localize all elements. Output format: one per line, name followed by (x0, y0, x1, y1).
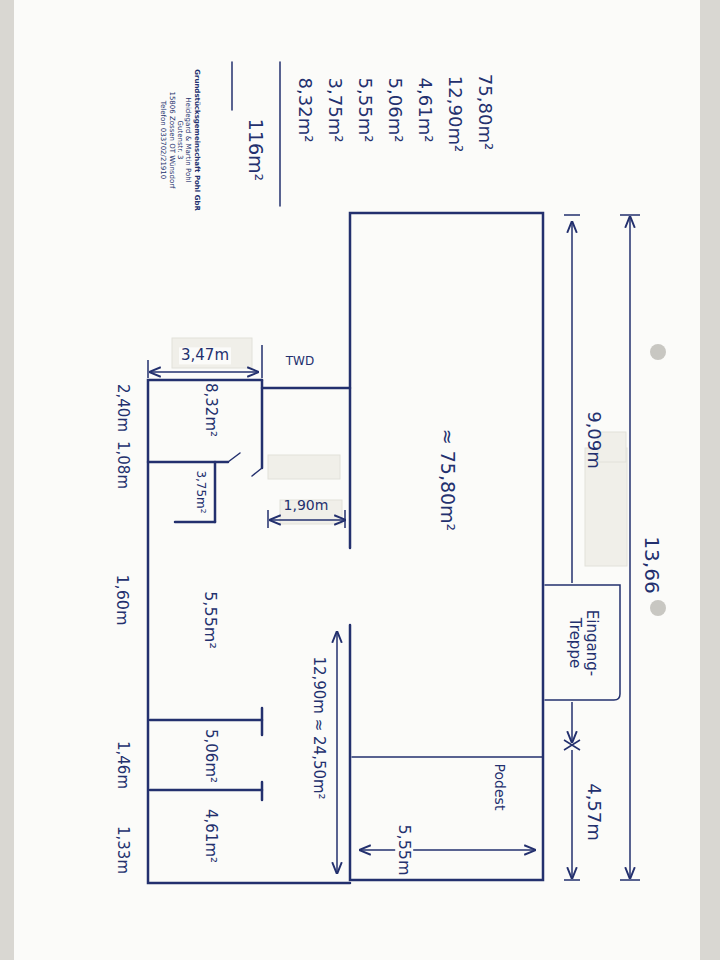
room: 5,55m² (150, 524, 262, 720)
room-label: 8,32m² (201, 383, 218, 437)
dimension-label: Grundstücksgemeinschaft Pohl GbR (193, 69, 201, 211)
dimension-label: 15806 Zossen OT Wünsdorf (168, 91, 176, 188)
room: ≈ 75,80m² Podest (350, 213, 543, 880)
dimension-label: 12,90m ≈ 24,50m² (309, 656, 326, 799)
dimension-label: TWD (286, 355, 314, 369)
room: 8,32m² (150, 382, 262, 462)
dimension-label: Gutenstr. 3 (176, 121, 184, 160)
dimension-label: 8,32m² (295, 78, 316, 143)
dimension-label: 3,75m² (325, 78, 346, 143)
room: Podest (460, 757, 540, 817)
dimension-label: Heidegard & Martin Pohl (184, 97, 192, 182)
room-label: ≈ 75,80m² (436, 429, 458, 531)
room-label: 5,55m² (201, 591, 219, 649)
dimension-label: 116m² (244, 119, 266, 181)
dimension-label: 5,55m (395, 822, 413, 877)
details (228, 62, 620, 757)
room-label: 3,75m² (193, 470, 207, 513)
dimension-label: 3,47m (179, 347, 231, 364)
dimension-label: 9,09m (584, 411, 605, 469)
room-label: Podest (492, 764, 508, 811)
dimension-label: 4,61m² (415, 78, 436, 143)
dimension-lines (148, 215, 640, 880)
dimension-label: 1,46m (113, 741, 130, 789)
dimension-label: 1,90m (284, 497, 329, 513)
dimension-label: 2,40m (113, 384, 130, 432)
room: 5,06m² (150, 722, 262, 790)
room: 4,61m² (150, 792, 262, 882)
dimension-label: 12,90m² (445, 76, 466, 152)
dimension-label: 1,60m (113, 574, 131, 625)
room: 3,75m² (175, 464, 215, 522)
dimension-label: 1,33m (113, 826, 130, 874)
dimension-label: 4,57m (584, 783, 605, 841)
room-label: Eingang- Treppe (565, 603, 600, 683)
walls (148, 213, 543, 883)
punch-hole (650, 600, 666, 616)
dimension-label: 1,08m (113, 441, 130, 489)
room: Eingang- Treppe (545, 585, 620, 700)
dimension-label: Telefon 033702/21910 (159, 101, 167, 179)
dimension-label: 5,55m² (355, 78, 376, 143)
dimension-label: 13,66 (640, 536, 663, 593)
room-label: 5,06m² (201, 729, 218, 783)
room-label: 4,61m² (201, 809, 218, 863)
punch-hole (650, 344, 666, 360)
dimension-label: 75,80m² (475, 74, 496, 150)
dimension-label: 5,06m² (385, 78, 406, 143)
